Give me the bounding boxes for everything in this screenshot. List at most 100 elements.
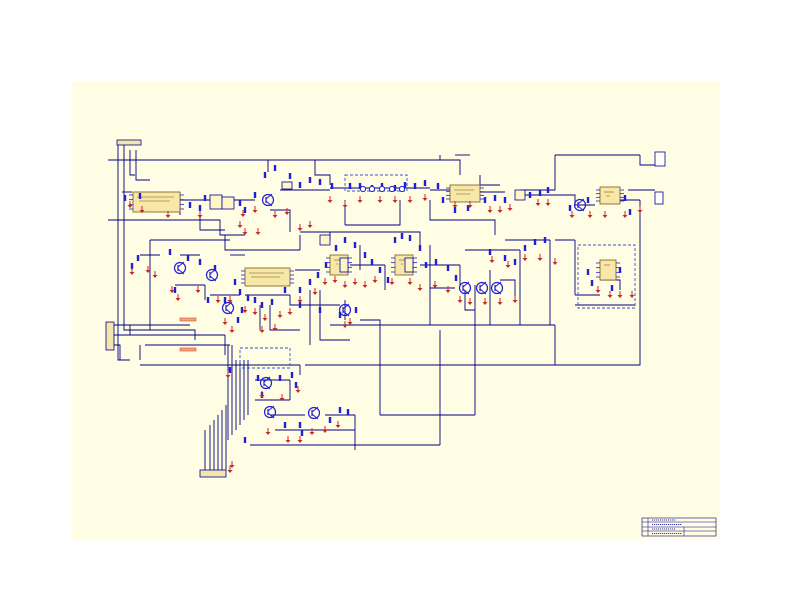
coil-2 xyxy=(281,181,293,190)
ground-21 xyxy=(467,205,473,208)
ground-67 xyxy=(552,262,558,265)
ground-58 xyxy=(457,300,463,303)
transistor-11-collector xyxy=(311,406,319,413)
transistor-4 xyxy=(338,303,352,317)
ground-66 xyxy=(537,258,543,261)
ground-20 xyxy=(452,205,458,208)
ground-15 xyxy=(357,200,363,203)
schematic-diagram xyxy=(105,139,717,537)
wire-57 xyxy=(289,295,340,306)
wire-21 xyxy=(560,194,576,205)
ground-23 xyxy=(497,210,503,213)
wire-30 xyxy=(224,235,300,251)
wire-108 xyxy=(464,290,475,311)
ground-10 xyxy=(255,232,261,235)
transistor-9-collector xyxy=(263,376,271,383)
ground-63 xyxy=(489,260,495,263)
dashed-group-layer xyxy=(239,174,636,369)
ground-17 xyxy=(392,200,398,203)
transistor-7 xyxy=(490,281,504,295)
transistor-11-emitter xyxy=(311,413,319,420)
ground-0 xyxy=(127,205,133,208)
transistor-1-collector xyxy=(177,261,185,268)
title-block xyxy=(641,517,717,537)
ground-3 xyxy=(197,215,203,218)
ground-82 xyxy=(265,432,271,435)
wire-33 xyxy=(330,231,421,245)
ground-4 xyxy=(240,214,246,217)
ground-2 xyxy=(165,215,171,218)
transistor-7-collector xyxy=(494,281,502,288)
ground-59 xyxy=(467,302,473,305)
ground-37 xyxy=(195,290,201,293)
ground-44 xyxy=(287,312,293,315)
ground-6 xyxy=(272,215,278,218)
ground-1 xyxy=(139,210,145,213)
ground-81 xyxy=(295,390,301,393)
ground-14 xyxy=(342,205,348,208)
wire-7 xyxy=(440,159,461,175)
ground-48 xyxy=(332,280,338,283)
coil-5 xyxy=(339,257,349,273)
transistor-0-collector xyxy=(265,193,273,200)
ground-76 xyxy=(342,325,348,328)
wire-60 xyxy=(319,290,350,341)
transistor-2-emitter xyxy=(209,275,217,282)
transistor-6-emitter xyxy=(479,288,487,295)
transistor-3-collector xyxy=(225,301,233,308)
ground-88 xyxy=(229,465,235,468)
ic-4 xyxy=(599,186,621,205)
ground-56 xyxy=(432,285,438,288)
ground-71 xyxy=(629,295,635,298)
node-4 xyxy=(398,185,406,193)
transistor-8-emitter xyxy=(577,205,585,212)
resistor-block-2 xyxy=(179,347,197,352)
ground-84 xyxy=(297,440,303,443)
transistor-8-collector xyxy=(577,198,585,205)
wire-29 xyxy=(108,219,245,236)
ground-46 xyxy=(312,292,318,295)
ground-41 xyxy=(252,312,258,315)
transistor-3-emitter xyxy=(225,308,233,315)
connector-left xyxy=(105,321,115,351)
ground-47 xyxy=(322,282,328,285)
dashed-group-0 xyxy=(344,174,408,192)
transistor-5 xyxy=(458,281,472,295)
transistor-6-collector xyxy=(479,281,487,288)
component-layer xyxy=(123,165,632,443)
ground-77 xyxy=(347,322,353,325)
transistor-1-emitter xyxy=(177,268,185,275)
ground-53 xyxy=(389,282,395,285)
transistor-0 xyxy=(261,193,275,207)
node-0 xyxy=(359,185,367,193)
ground-43 xyxy=(277,315,283,318)
ground-49 xyxy=(342,285,348,288)
ground-33 xyxy=(145,270,151,273)
transistor-8 xyxy=(573,198,587,212)
wire-1 xyxy=(123,145,196,340)
ground-70 xyxy=(617,295,623,298)
ground-13 xyxy=(327,200,333,203)
ground-28 xyxy=(587,215,593,218)
ground-54 xyxy=(407,282,413,285)
transistor-10 xyxy=(263,405,277,419)
schematic-sheet xyxy=(72,82,720,540)
ground-42 xyxy=(262,318,268,321)
transistor-9-emitter xyxy=(263,383,271,390)
ground-18 xyxy=(407,200,413,203)
ground-35 xyxy=(169,290,175,293)
wire-104 xyxy=(270,209,291,232)
transistor-6 xyxy=(475,281,489,295)
ground-83 xyxy=(285,440,291,443)
ground-64 xyxy=(505,265,511,268)
wire-0 xyxy=(117,145,130,361)
wire-9 xyxy=(479,175,500,186)
ground-65 xyxy=(522,258,528,261)
connector-right-top xyxy=(654,151,666,167)
ground-57 xyxy=(445,290,451,293)
ground-38 xyxy=(215,300,221,303)
transistor-4-emitter xyxy=(342,310,350,317)
transistor-9 xyxy=(259,376,273,390)
wire-5 xyxy=(268,155,441,161)
wire-11 xyxy=(520,155,556,191)
